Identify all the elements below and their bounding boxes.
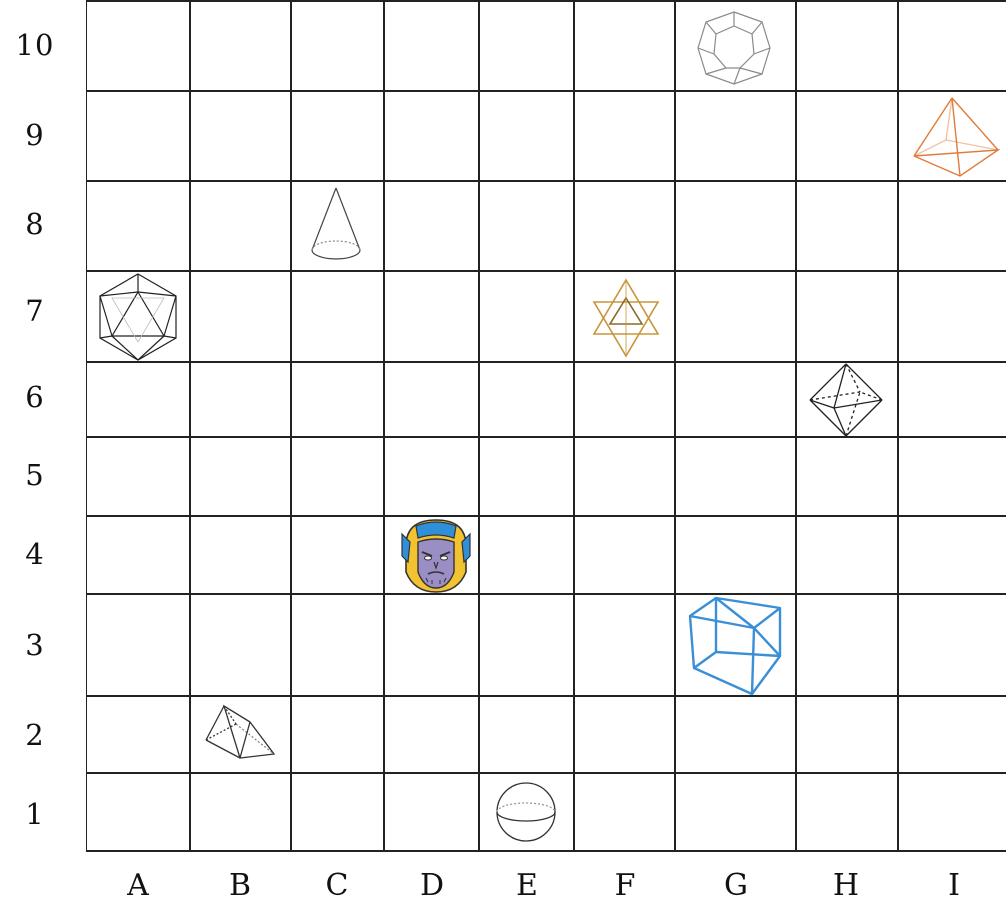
row-label-3: 3 [0,628,70,662]
dodecahedron-piece[interactable] [696,8,772,88]
star-tetrahedron-icon [586,276,670,360]
cone-piece[interactable] [304,184,366,268]
col-label-d: D [402,868,462,903]
cone-icon [304,184,366,268]
row-label-2: 2 [0,718,70,752]
col-label-h: H [816,868,876,903]
dodecahedron-icon [696,8,772,88]
row-label-9: 9 [0,118,70,152]
row-label-4: 4 [0,537,70,571]
col-label-a: A [108,868,168,903]
col-label-g: G [706,868,766,903]
row-label-1: 1 [0,797,70,831]
icosahedron-piece[interactable] [96,272,180,362]
col-label-i: I [924,868,984,903]
star-tetrahedron-piece[interactable] [586,276,670,360]
row-label-5: 5 [0,458,70,492]
col-label-f: F [595,868,655,903]
row-label-6: 6 [0,380,70,414]
row-label-10: 10 [0,28,70,62]
octahedron-piece[interactable] [806,360,886,440]
triangular-prism-piece[interactable] [202,702,276,760]
octahedron-icon [806,360,886,440]
sphere-piece[interactable] [494,778,558,846]
col-label-b: B [210,868,270,903]
icosahedron-icon [96,272,180,362]
villain-face-piece[interactable] [398,516,474,594]
row-label-8: 8 [0,207,70,241]
sphere-icon [494,778,558,846]
villain-face-icon [398,516,474,594]
col-label-c: C [307,868,367,903]
triangular-prism-icon [202,702,276,760]
cube-piece[interactable] [686,594,784,696]
col-label-e: E [497,868,557,903]
pyramid-piece[interactable] [910,94,1002,178]
cube-icon [686,594,784,696]
pyramid-icon [910,94,1002,178]
row-label-7: 7 [0,294,70,328]
